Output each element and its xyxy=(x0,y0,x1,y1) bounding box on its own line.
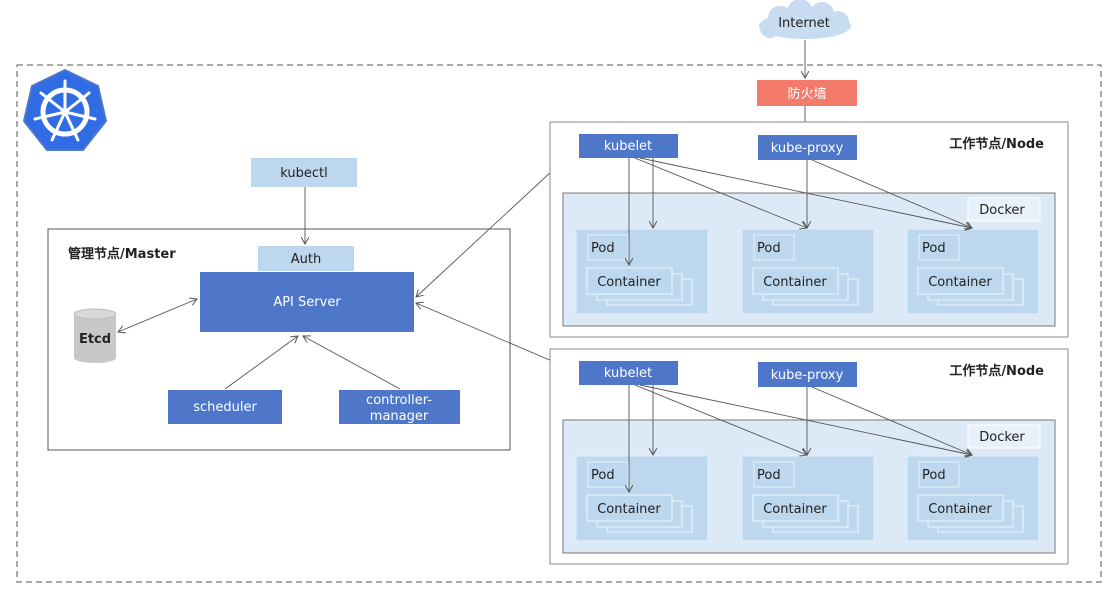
container-box xyxy=(917,267,1004,295)
api-server-box xyxy=(200,272,414,332)
pod-label: Pod xyxy=(922,468,946,483)
kubectl-box xyxy=(251,158,357,187)
container-box xyxy=(752,494,839,522)
pod-label: Pod xyxy=(757,241,781,256)
arrow-controller-manager-api-server xyxy=(303,336,401,390)
controller-manager-label-2: manager xyxy=(370,409,429,424)
pod-label: Pod xyxy=(922,241,946,256)
docker-label: Docker xyxy=(979,430,1025,445)
scheduler-label: scheduler xyxy=(193,400,257,415)
controller-manager-label-1: controller- xyxy=(366,393,432,408)
container-box xyxy=(586,494,673,522)
container-box xyxy=(752,267,839,295)
container-label: Container xyxy=(763,275,827,290)
arrow-scheduler-api-server xyxy=(224,336,298,390)
master-title: 管理节点/Master xyxy=(68,246,176,262)
pod-label-box xyxy=(753,461,795,488)
kubelet-label: kubelet xyxy=(604,366,652,381)
arrow-node-component xyxy=(811,386,972,455)
pod-label-box xyxy=(587,234,629,261)
arrow-node-component xyxy=(811,159,972,228)
internet-cloud: Internet xyxy=(759,0,851,39)
container-label: Container xyxy=(928,502,992,517)
container-label: Container xyxy=(763,502,827,517)
worker-node: 工作节点/Node kubelet kube-proxyDockerPodConta… xyxy=(549,121,1069,338)
kubelet-box xyxy=(579,361,678,385)
pod-label: Pod xyxy=(591,468,615,483)
worker-node: 工作节点/Node kubelet kube-proxyDockerPodConta… xyxy=(549,348,1069,565)
firewall-box xyxy=(757,80,857,106)
docker-label-box xyxy=(967,424,1041,449)
kubelet-label: kubelet xyxy=(604,139,652,154)
cluster-boundary xyxy=(16,64,1102,583)
kubectl-label: kubectl xyxy=(280,166,327,181)
kube-proxy-label: kube-proxy xyxy=(771,141,844,156)
container-box xyxy=(917,494,1004,522)
pod-label-box xyxy=(918,461,960,488)
api-server-label: API Server xyxy=(273,295,341,310)
arrow-node-component xyxy=(639,384,972,455)
docker-label-box xyxy=(967,197,1041,222)
kube-proxy-box xyxy=(758,362,857,387)
cloud-icon xyxy=(759,0,851,39)
auth-box xyxy=(258,246,354,271)
kube-proxy-label: kube-proxy xyxy=(771,368,844,383)
worker-node-title: 工作节点/Node xyxy=(949,363,1044,379)
pod-label-box xyxy=(918,234,960,261)
master-node: 管理节点/Master kubectl Auth API Server Etcd… xyxy=(47,158,511,451)
pod-label-box xyxy=(587,461,629,488)
worker-node-title: 工作节点/Node xyxy=(949,136,1044,152)
pod-label: Pod xyxy=(757,468,781,483)
pod-label-box xyxy=(753,234,795,261)
scheduler-box xyxy=(168,390,282,424)
arrow-etcd-api-server xyxy=(118,299,197,332)
docker-label: Docker xyxy=(979,203,1025,218)
container-label: Container xyxy=(928,275,992,290)
controller-manager-box xyxy=(339,390,460,424)
kube-proxy-box xyxy=(758,135,857,160)
container-label: Container xyxy=(597,502,661,517)
kubelet-box xyxy=(579,134,678,158)
etcd-database-icon xyxy=(73,308,117,363)
arrow-node-component xyxy=(639,157,972,228)
etcd-label: Etcd xyxy=(79,332,111,347)
container-label: Container xyxy=(597,275,661,290)
internet-label: Internet xyxy=(778,16,830,31)
firewall-label: 防火墙 xyxy=(787,86,826,102)
arrow-node-component xyxy=(634,157,807,228)
auth-label: Auth xyxy=(291,252,321,267)
container-box xyxy=(586,267,673,295)
pod-label: Pod xyxy=(591,241,615,256)
arrow-node-component xyxy=(634,384,807,455)
kubernetes-logo-icon xyxy=(23,69,107,151)
